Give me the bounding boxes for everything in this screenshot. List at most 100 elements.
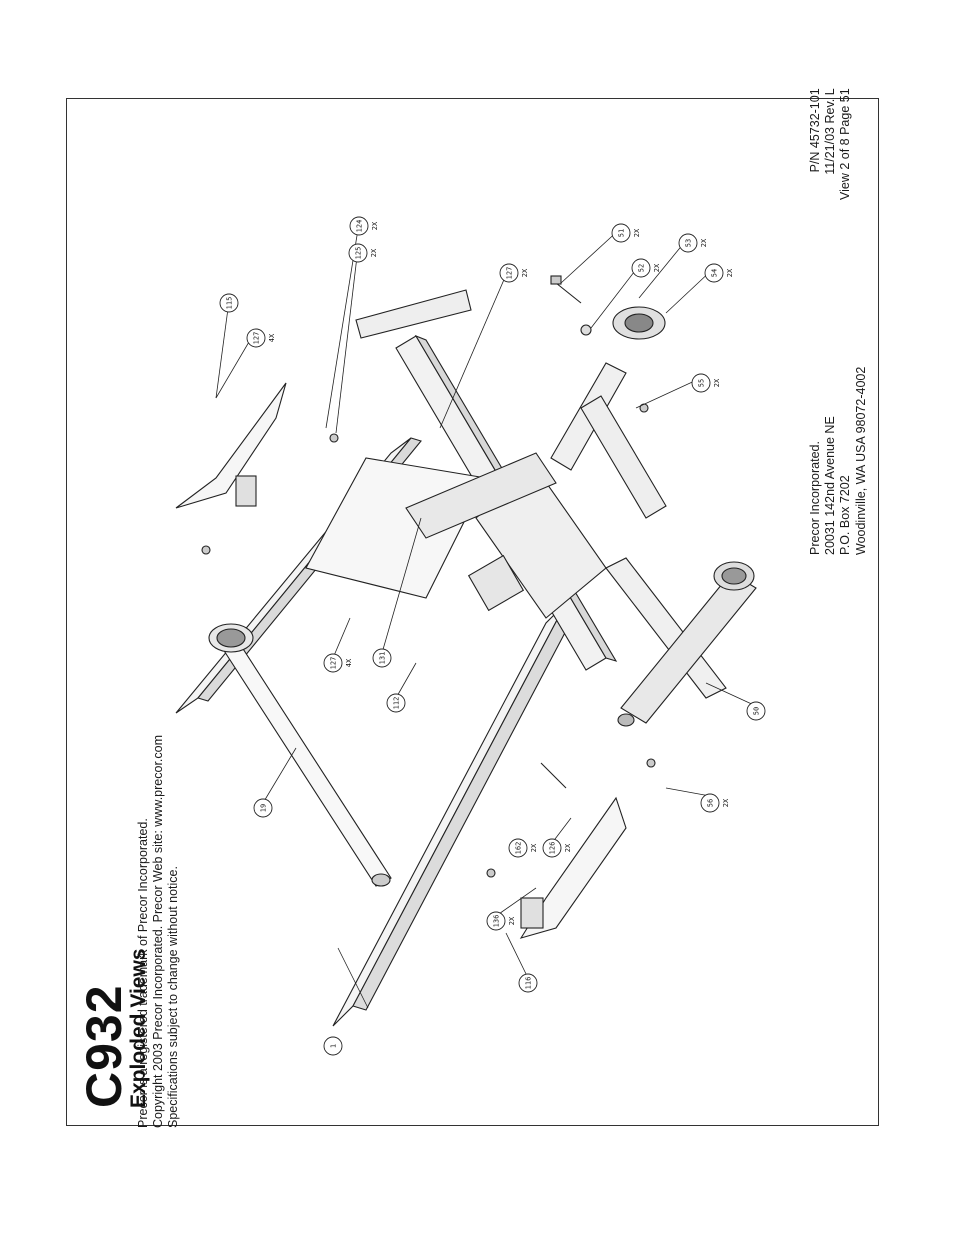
callout-124: 124 2X — [349, 216, 379, 236]
callout-127: 127 4X — [323, 653, 353, 673]
callout-circle — [486, 911, 506, 931]
callout-number: 126 — [549, 842, 557, 855]
callout-number: 116 — [525, 977, 533, 990]
callout-number: 112 — [393, 697, 401, 710]
callout-quantity: 2X — [370, 248, 378, 257]
callout-circle — [518, 973, 538, 993]
callout-number: 124 — [356, 220, 364, 233]
front-roller — [220, 637, 392, 887]
callout-circle — [700, 793, 720, 813]
company-name: Precor Incorporated. — [808, 441, 822, 555]
exploded-view-drawing: 1 19 112 127 4X 131 116 136 2X 162 2X 126 2X 56 2X 50 55… — [175, 216, 766, 1056]
callout-quantity: 2X — [726, 268, 734, 277]
callout-circle — [499, 263, 519, 283]
callout-52: 52 2X — [631, 258, 661, 278]
drawing-frame — [66, 98, 879, 1126]
trademark-line: Precor is a registered trademark of Prec… — [136, 818, 150, 1128]
callout-quantity: 4X — [345, 658, 353, 667]
callout-circle — [246, 328, 266, 348]
callout-number: 127 — [253, 332, 261, 345]
callout-number: 115 — [226, 297, 234, 310]
callout-53: 53 2X — [678, 233, 708, 253]
callout-circle — [704, 263, 724, 283]
callout-quantity: 2X — [700, 238, 708, 247]
callout-number: 127 — [506, 267, 514, 280]
company-address: Precor Incorporated. 20031 142nd Avenue … — [808, 367, 869, 555]
part-number: P/N 45732-101 — [808, 88, 822, 173]
callout-circle — [691, 373, 711, 393]
callout-number: 54 — [711, 269, 719, 277]
callout-circle — [323, 1036, 343, 1056]
callout-131: 131 — [372, 648, 392, 668]
callout-number: 19 — [260, 804, 268, 812]
crossmember — [405, 452, 557, 539]
callout-number: 53 — [685, 239, 693, 247]
callout-circle — [219, 293, 239, 313]
callout-quantity: 2X — [713, 378, 721, 387]
callout-number: 136 — [493, 915, 501, 928]
po-box: P.O. Box 7202 — [838, 475, 853, 555]
callout-number: 131 — [379, 652, 387, 665]
callout-circle — [678, 233, 698, 253]
callout-quantity: 2X — [653, 263, 661, 272]
frame-linework — [175, 275, 757, 1027]
callout-quantity: 2X — [564, 843, 572, 852]
street-address: 20031 142nd Avenue NE — [823, 416, 838, 555]
upper-cover — [175, 382, 287, 509]
callout-bubbles: 1 19 112 127 4X 131 116 136 2X 162 2X 126 2X 56 2X 50 55… — [219, 216, 766, 1056]
callout-54: 54 2X — [704, 263, 734, 283]
callout-56: 56 2X — [700, 793, 730, 813]
view-page: View 2 of 8 Page 51 — [838, 88, 853, 200]
callout-quantity: 2X — [530, 843, 538, 852]
callout-number: 162 — [515, 842, 523, 855]
document-info: P/N 45732-101 11/21/03 Rev. L View 2 of … — [808, 88, 854, 200]
callout-1: 1 — [323, 1036, 343, 1056]
callout-136: 136 2X — [486, 911, 516, 931]
callout-116: 116 — [518, 973, 538, 993]
callout-circle — [323, 653, 343, 673]
leader-lines — [215, 222, 757, 1009]
callout-number: 125 — [355, 247, 363, 260]
left-rail — [332, 602, 567, 1027]
callout-number: 50 — [753, 707, 761, 715]
callout-circle — [631, 258, 651, 278]
callout-19: 19 — [253, 798, 273, 818]
motor-pan — [305, 457, 487, 599]
callout-number: 52 — [638, 264, 646, 272]
copyright-line: Copyright 2003 Precor Incorporated. Prec… — [151, 735, 166, 1128]
callout-quantity: 4X — [268, 333, 276, 342]
callout-quantity: 2X — [633, 228, 641, 237]
model-title: C932 — [76, 984, 132, 1108]
callout-number: 127 — [330, 657, 338, 670]
callout-circle — [611, 223, 631, 243]
callout-circle — [386, 693, 406, 713]
callout-162: 162 2X — [508, 838, 538, 858]
callout-127: 127 2X — [499, 263, 529, 283]
callout-quantity: 2X — [521, 268, 529, 277]
callout-51: 51 2X — [611, 223, 641, 243]
callout-circle — [508, 838, 528, 858]
callout-number: 51 — [618, 229, 626, 237]
callout-quantity: 2X — [508, 916, 516, 925]
callout-126: 126 2X — [542, 838, 572, 858]
callout-112: 112 — [386, 693, 406, 713]
callout-circle — [542, 838, 562, 858]
disclaimer-line: Specifications subject to change without… — [166, 866, 181, 1128]
callout-quantity: 2X — [722, 798, 730, 807]
callout-50: 50 — [746, 701, 766, 721]
city-state-zip: Woodinville, WA USA 98072-4002 — [853, 366, 868, 555]
callout-115: 115 — [219, 293, 239, 313]
callout-55: 55 2X — [691, 373, 721, 393]
callout-circle — [348, 243, 368, 263]
callout-125: 125 2X — [348, 243, 378, 263]
callout-circle — [372, 648, 392, 668]
callout-circle — [349, 216, 369, 236]
callout-number: 1 — [330, 1044, 338, 1048]
callout-number: 56 — [707, 799, 715, 807]
callout-127: 127 4X — [246, 328, 276, 348]
callout-number: 55 — [698, 379, 706, 387]
legal-notice: Precor is a registered trademark of Prec… — [136, 735, 182, 1128]
callout-circle — [746, 701, 766, 721]
revision-date: 11/21/03 Rev. L — [823, 88, 838, 175]
callout-quantity: 2X — [371, 221, 379, 230]
